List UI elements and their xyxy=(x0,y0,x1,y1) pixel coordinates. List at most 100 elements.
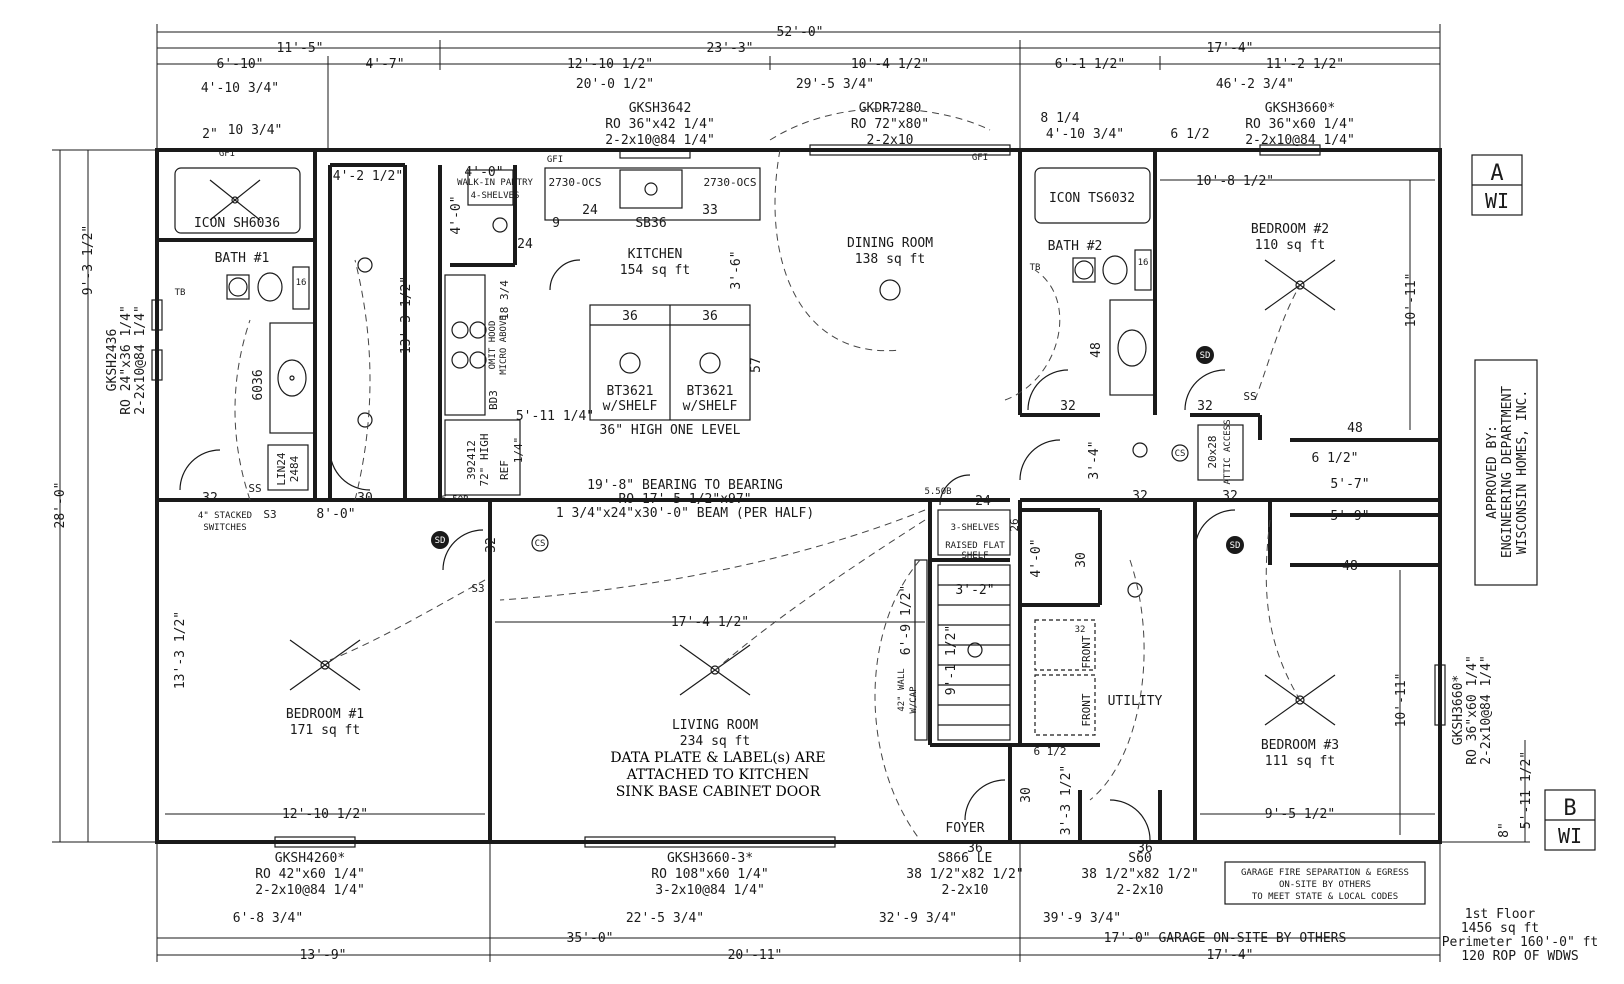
top-dim-2: 23'-3" xyxy=(707,41,754,56)
closet2-width: 5'-7" xyxy=(1330,477,1369,492)
utility-label: UTILITY xyxy=(1108,694,1163,709)
overall-depth-dim: 28'-0" xyxy=(53,482,68,529)
bottom-dim-2: 22'-5 3/4" xyxy=(626,911,704,926)
living-window-ro: RO 108"x60 1/4" xyxy=(651,867,768,882)
island-height-note: 36" HIGH ONE LEVEL xyxy=(600,423,741,438)
top-dim-14: 2" xyxy=(202,127,218,142)
island-dim-offset: 5'-11 1/4" xyxy=(516,409,594,424)
staircase xyxy=(914,559,1011,741)
approval-line-1: APPROVED BY: xyxy=(1485,425,1500,519)
garage-note-3: TO MEET STATE & LOCAL CODES xyxy=(1252,892,1398,902)
bath1-window-ro: RO 24"x36 1/4" xyxy=(119,305,134,415)
kitchen-cab-right: 2730-OCS xyxy=(704,176,757,189)
tall-cab-height: 72" HIGH xyxy=(478,434,491,487)
right-dim-1: 5'-11 1/2" xyxy=(1519,751,1534,829)
bath2-toilet xyxy=(1072,249,1152,291)
kitchen-sqft: 154 sq ft xyxy=(620,263,690,278)
raised-shelf-label-2: SHELF xyxy=(961,551,988,561)
bed3-window-label: GKSH3660* xyxy=(1451,675,1466,745)
pantry-dim-depth: 4'-0" xyxy=(449,195,464,234)
pantry-dim-width: 4'-0" xyxy=(464,165,503,180)
stair-dim-3-2: 3'-2" xyxy=(955,583,994,598)
section-b-letter: B xyxy=(1563,796,1576,821)
rear-door-label: S60 xyxy=(1128,851,1151,866)
closet-dim-26: 26 xyxy=(1008,518,1021,531)
bath2-vanity-dim: 48 xyxy=(1089,342,1104,358)
beam-note-1: 19'-8" BEARING TO BEARING xyxy=(587,478,783,493)
top-dim-18: 6 1/2 xyxy=(1170,127,1209,142)
closet-shelves-label: 3-SHELVES xyxy=(951,523,1000,533)
bed2-window-label: GKSH3660* xyxy=(1265,101,1335,116)
bed2-label: BEDROOM #2 xyxy=(1251,222,1329,237)
smoke-detector-icon xyxy=(431,346,1244,554)
bed2-width-dim: 10'-8 1/2" xyxy=(1196,174,1274,189)
bottom-dim-3: 32'-9 3/4" xyxy=(879,911,957,926)
bath1-door-32: 32 xyxy=(202,491,218,506)
bottom-dim-6: 17'-0" GARAGE ON-SITE BY OTHERS xyxy=(1104,931,1347,946)
bed3-depth-dim: 10'-11" xyxy=(1394,673,1409,728)
section-a-letter: A xyxy=(1490,161,1503,186)
bath1-toilet xyxy=(226,266,310,310)
island-cab-right: BT3621 xyxy=(687,384,734,399)
rear-door-ro: 38 1/2"x82 1/2" xyxy=(1081,867,1198,882)
bed1-window-label: GKSH4260* xyxy=(275,851,345,866)
tall-cab-label: 392412 xyxy=(465,440,478,480)
closet-door-24: 24 xyxy=(975,494,991,509)
bottom-dim-1: 6'-8 3/4" xyxy=(233,911,303,926)
top-dim-15: 10 3/4" xyxy=(228,123,283,138)
bed1-label: BEDROOM #1 xyxy=(286,707,364,722)
sd-label-1: SD xyxy=(435,536,446,546)
hood-note: OMIT HOOD xyxy=(488,321,498,370)
island-top-right: 36 xyxy=(702,309,718,324)
left-dim-2: 13'-3 1/2" xyxy=(173,611,188,689)
hall-dim-3-4: 3'-4" xyxy=(1087,440,1102,479)
foyer-door-36: 36 xyxy=(967,841,983,856)
top-dimension-lines xyxy=(156,24,1441,150)
hall-door-32: 32 xyxy=(1132,489,1148,504)
section-marker-a xyxy=(1471,154,1523,216)
top-dim-16: 8 1/4 xyxy=(1040,111,1079,126)
bed2-window-header: 2-2x10@84 1/4" xyxy=(1245,133,1355,148)
bath2-door-32: 32 xyxy=(1060,399,1076,414)
wall-windows xyxy=(151,144,1446,848)
rear-door-36: 36 xyxy=(1137,841,1153,856)
island-dim-57: 57 xyxy=(749,357,764,373)
gfi-dining: GFI xyxy=(972,153,988,163)
gfi-bath1: GFI xyxy=(219,149,235,159)
utility-closet-4-0: 4'-0" xyxy=(1029,538,1044,577)
kitchen-cab-24: 24 xyxy=(582,203,598,218)
stair-wall-note: 42" WALL xyxy=(897,668,907,711)
dining-door-ro: RO 72"x80" xyxy=(851,117,929,132)
garage-note-1: GARAGE FIRE SEPARATION & EGRESS xyxy=(1241,868,1409,878)
kitchen-counters xyxy=(544,149,761,221)
bath1-vanity-label: 6036 xyxy=(251,369,266,400)
top-dim-11: 20'-0 1/2" xyxy=(576,77,654,92)
bed3-sqft: 111 sq ft xyxy=(1265,754,1335,769)
bed1-window-ro: RO 42"x60 1/4" xyxy=(255,867,365,882)
garage-note-box xyxy=(1224,861,1426,905)
kitchen-dim-3-6: 3'-6" xyxy=(729,250,744,289)
summary-sqft: 1456 sq ft xyxy=(1461,921,1539,936)
utility-dim-32: 32 xyxy=(1075,625,1086,635)
bottom-dim-8: 20'-11" xyxy=(728,948,783,963)
bath1-tub xyxy=(174,167,301,234)
utility-dim-6-half: 6 1/2 xyxy=(1033,745,1066,758)
foyer-closet-30: 30 xyxy=(1019,787,1034,803)
data-plate-note-3: SINK BASE CABINET DOOR xyxy=(616,784,821,800)
top-dim-9: 11'-2 1/2" xyxy=(1266,57,1344,72)
stair-cap-note: W/CAP xyxy=(909,686,919,714)
linen-size: 2484 xyxy=(288,455,301,482)
washer-dryer xyxy=(1034,619,1096,736)
linen-label: LIN24 xyxy=(275,452,288,485)
kitchen-sink-label: SB36 xyxy=(635,216,666,231)
bed3-door-32: 32 xyxy=(1222,489,1238,504)
section-b-ref: WI xyxy=(1558,824,1582,848)
approval-line-2: ENGINEERING DEPARTMENT xyxy=(1500,386,1515,558)
ss-bed2: SS xyxy=(1243,390,1256,403)
bottom-dimension-lines xyxy=(156,842,1441,962)
bath2-tub xyxy=(1034,167,1151,224)
bath1-tub-label: ICON SH6036 xyxy=(194,216,280,231)
tb-bath2: TB xyxy=(1030,263,1041,273)
top-dim-10: 4'-10 3/4" xyxy=(201,81,279,96)
